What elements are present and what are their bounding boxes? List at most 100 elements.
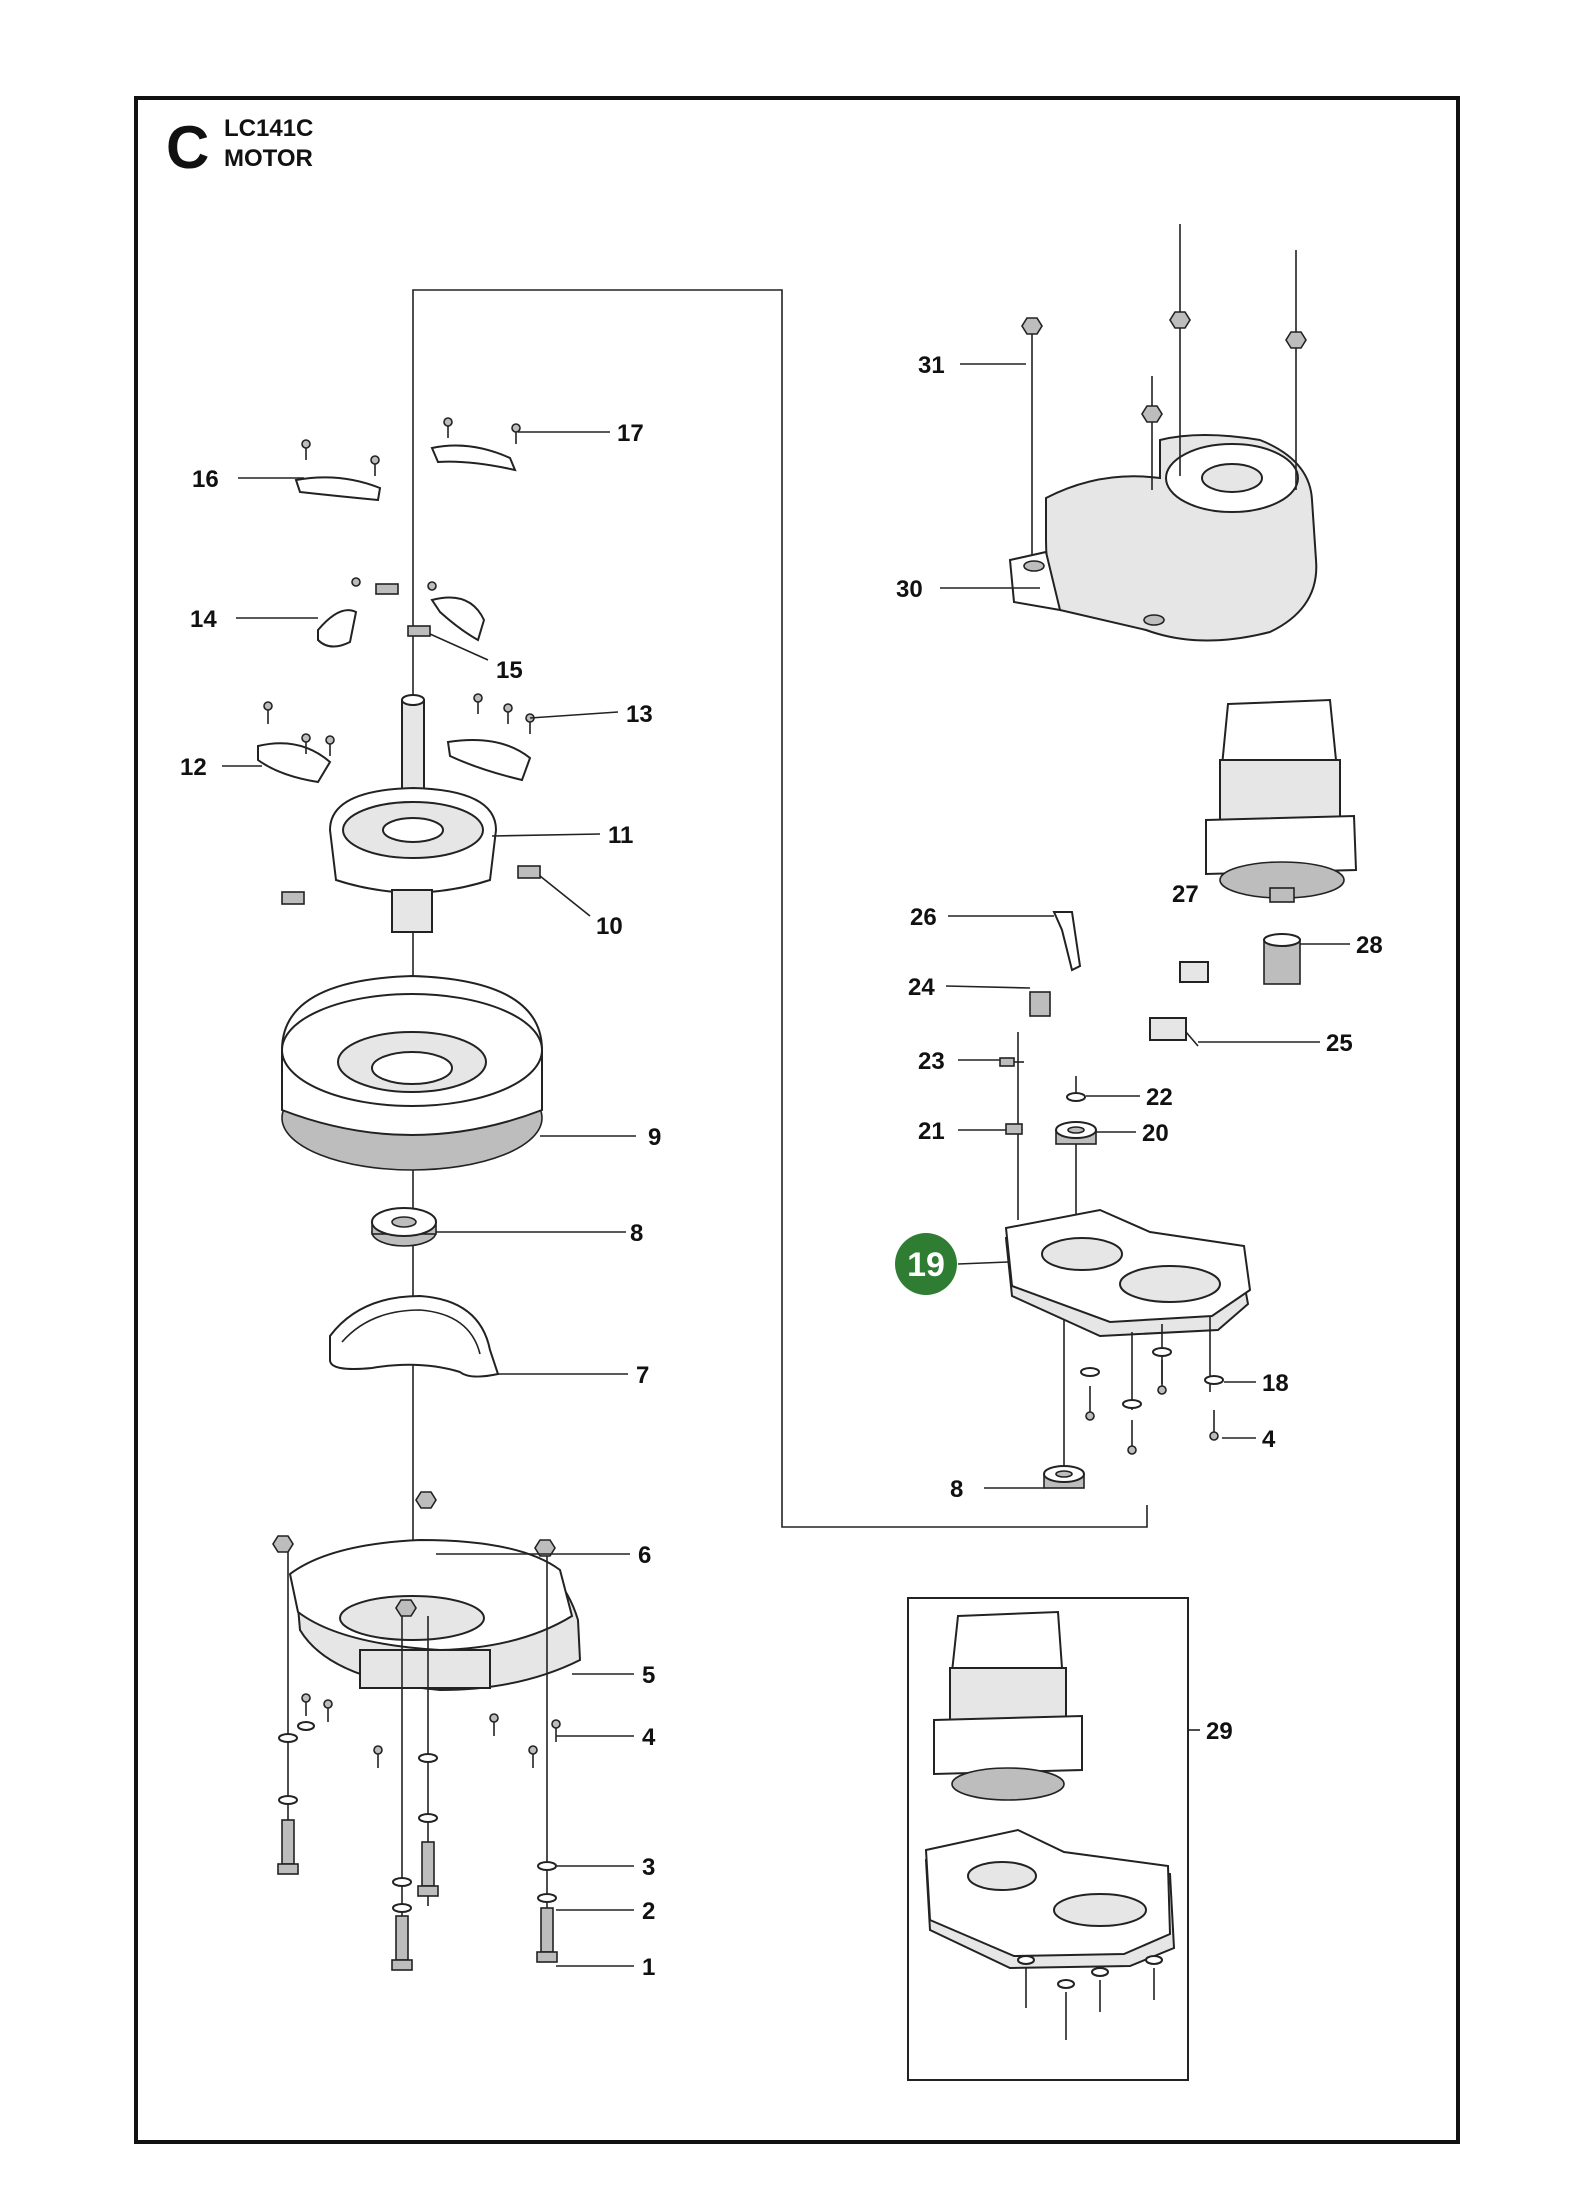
callout-8b: 8 (950, 1476, 963, 1503)
page-frame (134, 96, 1460, 2144)
callout-24: 24 (908, 974, 935, 1001)
bearing-20 (1055, 1121, 1097, 1145)
motor-assembly (1205, 698, 1358, 903)
connector-27 (1179, 961, 1209, 983)
screw-icon (301, 1693, 311, 1716)
assembly-bracket (412, 289, 1148, 1585)
screw-icon (263, 701, 273, 724)
washer-icon (1066, 1092, 1086, 1102)
washer-icon (1057, 1979, 1075, 1989)
washer-icon (1122, 1399, 1142, 1409)
rotor-hub-11 (328, 694, 498, 933)
callout-31: 31 (918, 352, 945, 379)
screw-icon (323, 1699, 333, 1722)
nut-icon (395, 1599, 417, 1617)
screw-icon (551, 1719, 561, 1742)
callout-11: 11 (608, 822, 633, 849)
callout-30: 30 (896, 576, 923, 603)
callout-9: 9 (648, 1124, 661, 1151)
part-24 (1029, 991, 1051, 1017)
washer-icon (1080, 1367, 1100, 1377)
callout-23: 23 (918, 1048, 945, 1075)
nut-icon (415, 1491, 437, 1509)
brush-holder-14 (317, 577, 486, 648)
callout-6: 6 (638, 1542, 651, 1569)
callout-18: 18 (1262, 1370, 1289, 1397)
callout-10: 10 (596, 913, 623, 940)
screw-icon (391, 1915, 413, 1971)
washer-icon (1145, 1955, 1163, 1965)
nut-icon (1285, 331, 1307, 349)
screw-icon (325, 735, 335, 756)
callout-27: 27 (1172, 881, 1199, 908)
nut-icon (272, 1535, 294, 1553)
clip-26 (1052, 911, 1082, 972)
switch-25 (1149, 1017, 1187, 1041)
callout-2: 2 (642, 1898, 655, 1925)
callout-8a: 8 (630, 1220, 643, 1247)
plate-17 (430, 417, 521, 472)
screw-icon (301, 439, 311, 460)
screw-icon (473, 693, 483, 714)
callout-21: 21 (918, 1118, 945, 1145)
screw-icon (443, 417, 453, 438)
part-21 (1005, 1123, 1023, 1135)
callout-12: 12 (180, 754, 207, 781)
callout-16: 16 (192, 466, 219, 493)
leader-lines (222, 363, 1350, 1967)
callout-26: 26 (910, 904, 937, 931)
callout-13: 13 (626, 701, 653, 728)
callout-20: 20 (1142, 1120, 1169, 1147)
pulley-9 (281, 974, 543, 1171)
highlight-number: 19 (907, 1246, 945, 1284)
nut-icon (534, 1539, 556, 1557)
plate-12 (257, 693, 535, 784)
callout-22: 22 (1146, 1084, 1173, 1111)
screw-icon (1157, 1360, 1167, 1395)
section-letter: C (166, 114, 209, 181)
screw-icon (1209, 1410, 1219, 1441)
callout-5: 5 (642, 1662, 655, 1689)
spring-28 (1263, 933, 1301, 985)
motor-cover-30 (1008, 434, 1318, 642)
screw-icon (417, 1841, 439, 1897)
washer-icon (392, 1903, 412, 1913)
highlight-badge-19: 19 (895, 1233, 957, 1295)
nut-icon (1141, 405, 1163, 423)
plate-16 (294, 439, 382, 502)
bearing-8-right (1043, 1465, 1085, 1489)
brush-10b (517, 865, 541, 879)
nut-icon (1169, 311, 1191, 329)
callout-3: 3 (642, 1854, 655, 1881)
washer-icon (537, 1861, 557, 1871)
gear-housing-19 (1004, 1208, 1252, 1338)
screw-icon (528, 1745, 538, 1768)
bearing-8 (371, 1207, 437, 1247)
callout-29: 29 (1206, 1718, 1233, 1745)
callout-4a: 4 (642, 1724, 656, 1751)
screw-icon (525, 713, 535, 734)
screw-icon (277, 1819, 299, 1875)
washer-icon (1017, 1955, 1035, 1965)
brush-10a (281, 891, 305, 905)
callout-1: 1 (642, 1954, 655, 1981)
screw-icon (536, 1907, 558, 1963)
model-name: LC141C (224, 115, 313, 142)
washer-icon (1091, 1967, 1109, 1977)
callout-14: 14 (190, 606, 217, 633)
washer-icon (418, 1753, 438, 1763)
washer-icon (392, 1877, 412, 1887)
washer-icon (418, 1813, 438, 1823)
callout-4b: 4 (1262, 1426, 1276, 1453)
callout-15: 15 (496, 657, 523, 684)
washer-icon (278, 1795, 298, 1805)
callout-28: 28 (1356, 932, 1383, 959)
callout-17: 17 (617, 420, 644, 447)
kit-29-assembly (924, 1610, 1176, 2040)
screw-icon (489, 1713, 499, 1736)
screw-icon (999, 1057, 1024, 1067)
screw-icon (511, 423, 521, 444)
callout-7: 7 (636, 1362, 649, 1389)
lower-housing-5 (288, 1538, 582, 1692)
